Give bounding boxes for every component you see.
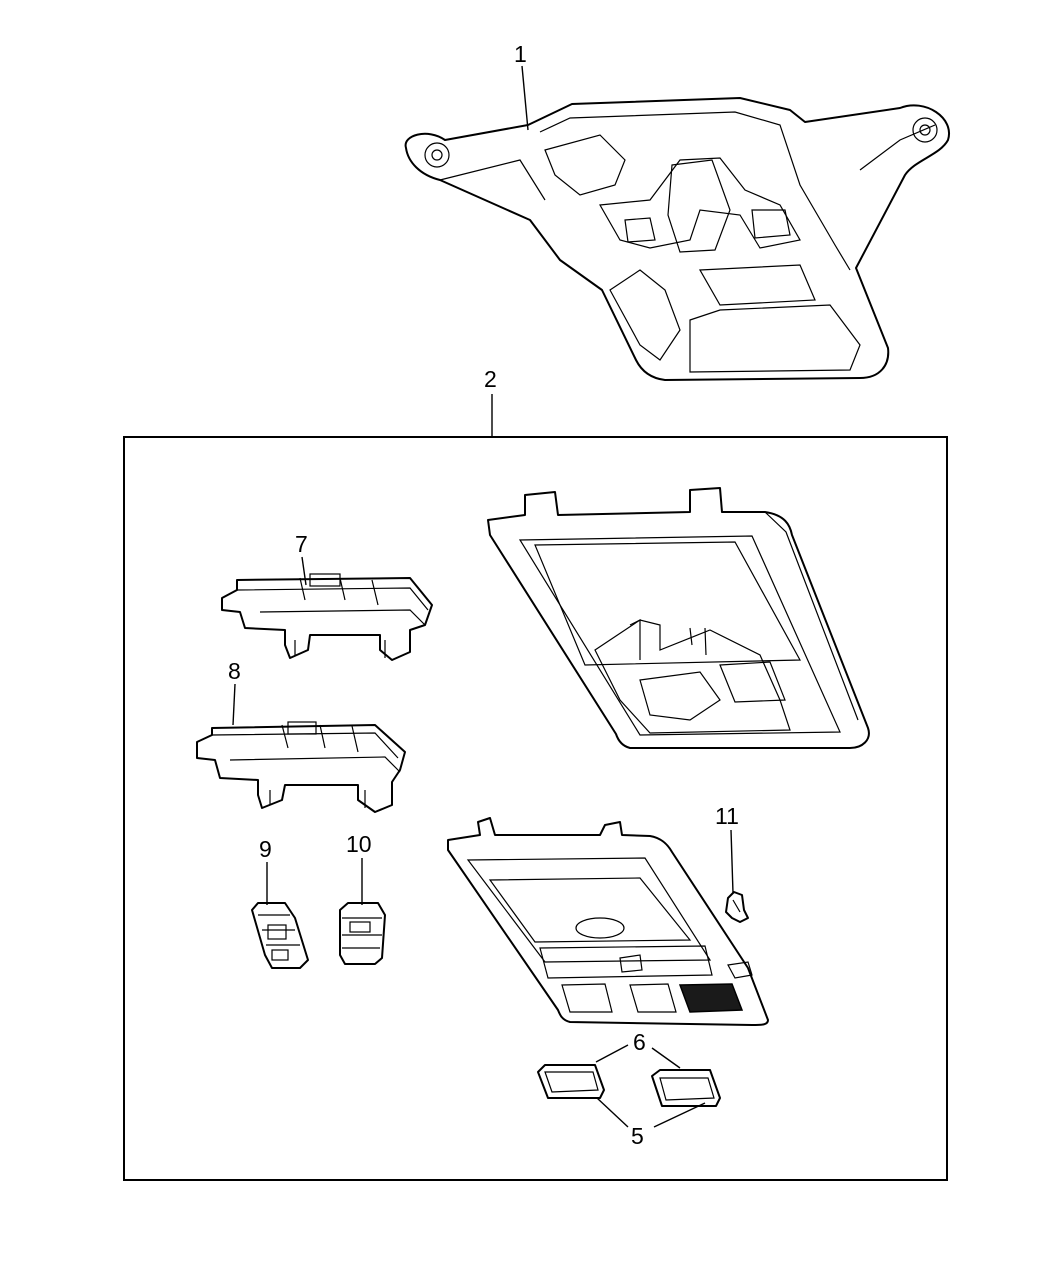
assembly-box <box>123 436 948 1181</box>
part-10-switch <box>339 902 386 965</box>
callout-8: 8 <box>228 658 241 684</box>
part-5-6-lens-right <box>651 1069 721 1107</box>
callout-5: 5 <box>631 1123 644 1149</box>
callout-9: 9 <box>259 836 272 862</box>
part-7-module <box>221 573 433 661</box>
callout-2: 2 <box>484 366 497 392</box>
part-9-switch <box>251 902 309 969</box>
part-1-bracket <box>404 97 951 381</box>
part-11-clip <box>725 891 749 923</box>
callout-7: 7 <box>295 531 308 557</box>
leader-lines <box>232 65 734 1128</box>
callout-11: 11 <box>715 803 739 829</box>
part-2-housing <box>487 487 870 749</box>
callout-1: 1 <box>514 41 527 67</box>
callout-6: 6 <box>633 1029 646 1055</box>
callout-10: 10 <box>346 831 372 857</box>
part-5-6-lens-left <box>537 1064 605 1099</box>
part-2-lamp-bezel <box>447 817 769 1026</box>
part-8-module <box>196 721 406 813</box>
